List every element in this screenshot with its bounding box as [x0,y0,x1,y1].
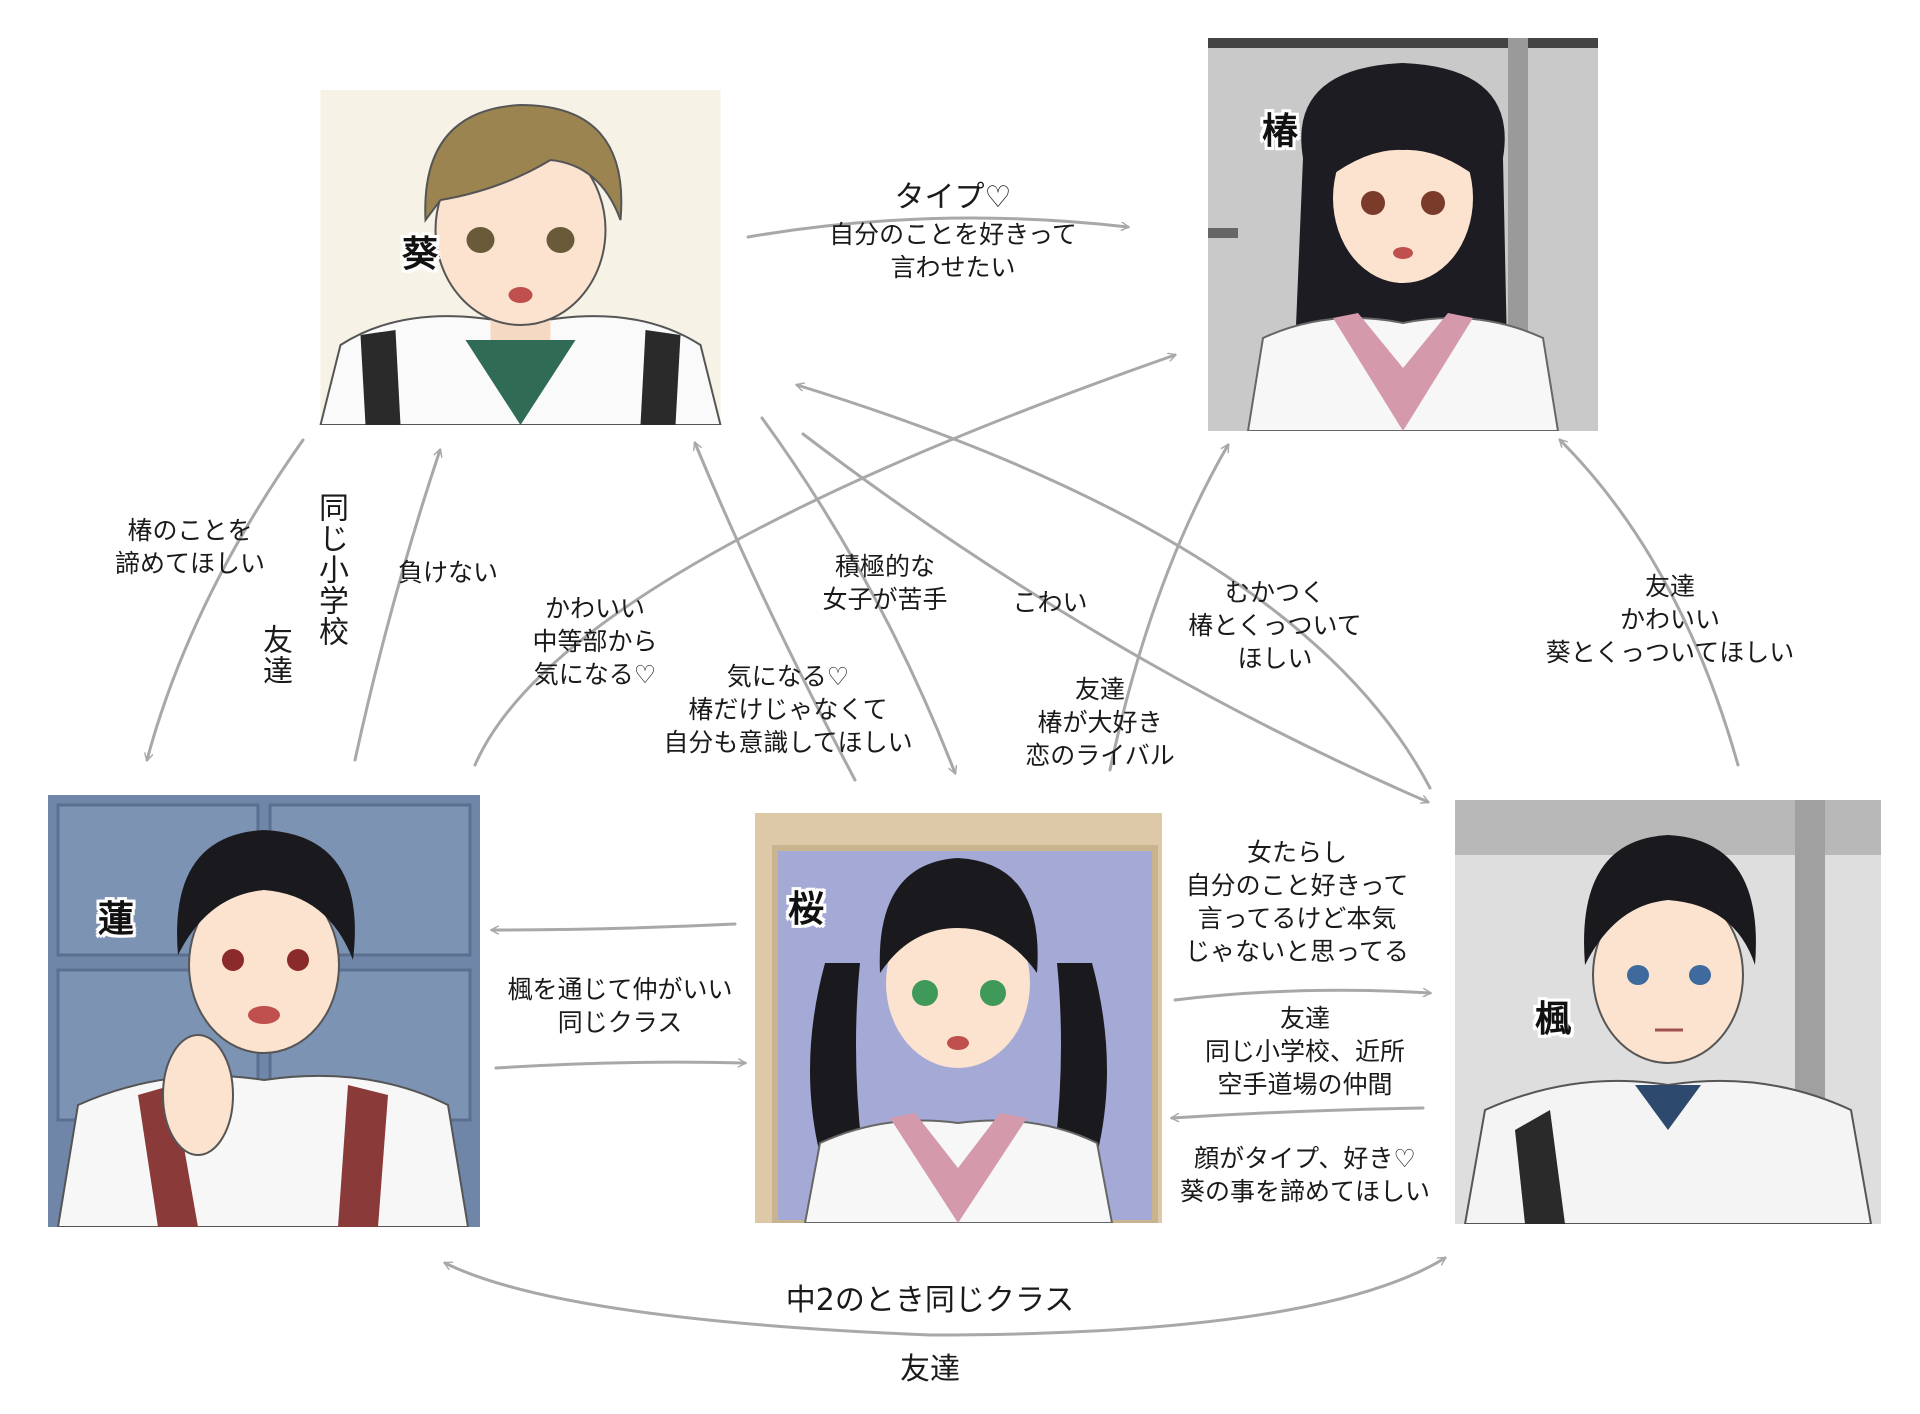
label-ren-sakura: 楓を通じて仲がいい 同じクラス [507,975,733,1037]
arrow-kaede-to-tsubaki-mid [1108,445,1230,772]
label-tsubaki-to-kaede: むかつく 椿とくっついて ほしい [1188,578,1362,673]
portrait-aoi [318,90,723,425]
arrow-ren-to-aoi [353,450,440,762]
label-ren-to-aoi: 負けない [397,558,498,587]
arrow-ren-to-tsubaki [473,355,1175,767]
name-ren: 蓮 [98,899,135,940]
label-sakura-to-aoi: 気になる♡ 椿だけじゃなくて 自分も意識してほしい [663,662,913,757]
arrow-kaede-to-tsubaki-right [1560,440,1740,767]
portrait-tsubaki [1208,38,1598,431]
portrait-sakura [755,813,1162,1223]
name-tsubaki: 椿 [1262,111,1299,152]
arrow-kaede-to-sakura [1172,1106,1425,1118]
portrait-ren [48,795,480,1227]
aoi-illustration [319,90,722,425]
label-sakura-to-kaede: 女たらし 自分のこと好きって 言ってるけど本気 じゃないと思ってる [1185,838,1409,966]
arrow-kaede-tsubaki-rival [797,385,1432,790]
tsubaki-illustration [1208,38,1598,431]
name-aoi: 葵 [402,234,439,275]
arrow-aoi-to-ren [147,438,305,760]
arrow-aoi-to-kaede [801,432,1428,802]
label-sakura-to-kaede-love: 顔がタイプ、好き♡ 葵の事を諦めてほしい [1179,1144,1430,1206]
arrow-aoi-to-tsubaki [746,216,1128,239]
arrow-ren-to-sakura [494,1062,745,1070]
label-ren-kaede-friend: 友達 [900,1352,960,1387]
label-ren-to-tsubaki: かわいい 中等部から 気になる♡ [532,594,658,689]
label-kaede-to-tsubaki: 友達 椿が大好き 恋のライバル [1025,675,1175,770]
arrow-aoi-to-sakura [760,416,955,773]
arrow-sakura-to-kaede [1173,990,1430,1002]
kaede-illustration [1455,800,1881,1224]
label-ren-kaede-class: 中2のとき同じクラス [785,1283,1075,1318]
label-kaede-to-tsubaki-right: 友達 かわいい 葵とくっついてほしい [1545,572,1795,667]
name-sakura: 桜 [788,889,825,930]
arrow-sakura-to-ren [492,922,737,930]
label-aoi-to-ren: 椿のことを 諦めてほしい [114,516,265,578]
label-kaede-to-sakura-friend: 友達 同じ小学校、近所 空手道場の仲間 [1204,1004,1405,1099]
portrait-kaede [1455,800,1881,1224]
label-aoi-to-tsubaki: タイプ♡ 自分のことを好きって 言わせたい [829,180,1077,282]
label-aoi-to-kaede: こわい [1012,588,1088,617]
label-aoi-ren-school: 同じ小学校 [313,492,348,647]
arrow-ren-kaede-class [445,1256,1445,1337]
arrow-sakura-to-aoi [695,443,857,782]
ren-illustration [48,795,480,1227]
sakura-illustration [755,813,1162,1223]
label-aoi-ren-friend: 友達 [257,624,292,686]
name-kaede: 楓 [1535,999,1572,1040]
label-aoi-to-sakura: 積極的な 女子が苦手 [822,552,948,614]
